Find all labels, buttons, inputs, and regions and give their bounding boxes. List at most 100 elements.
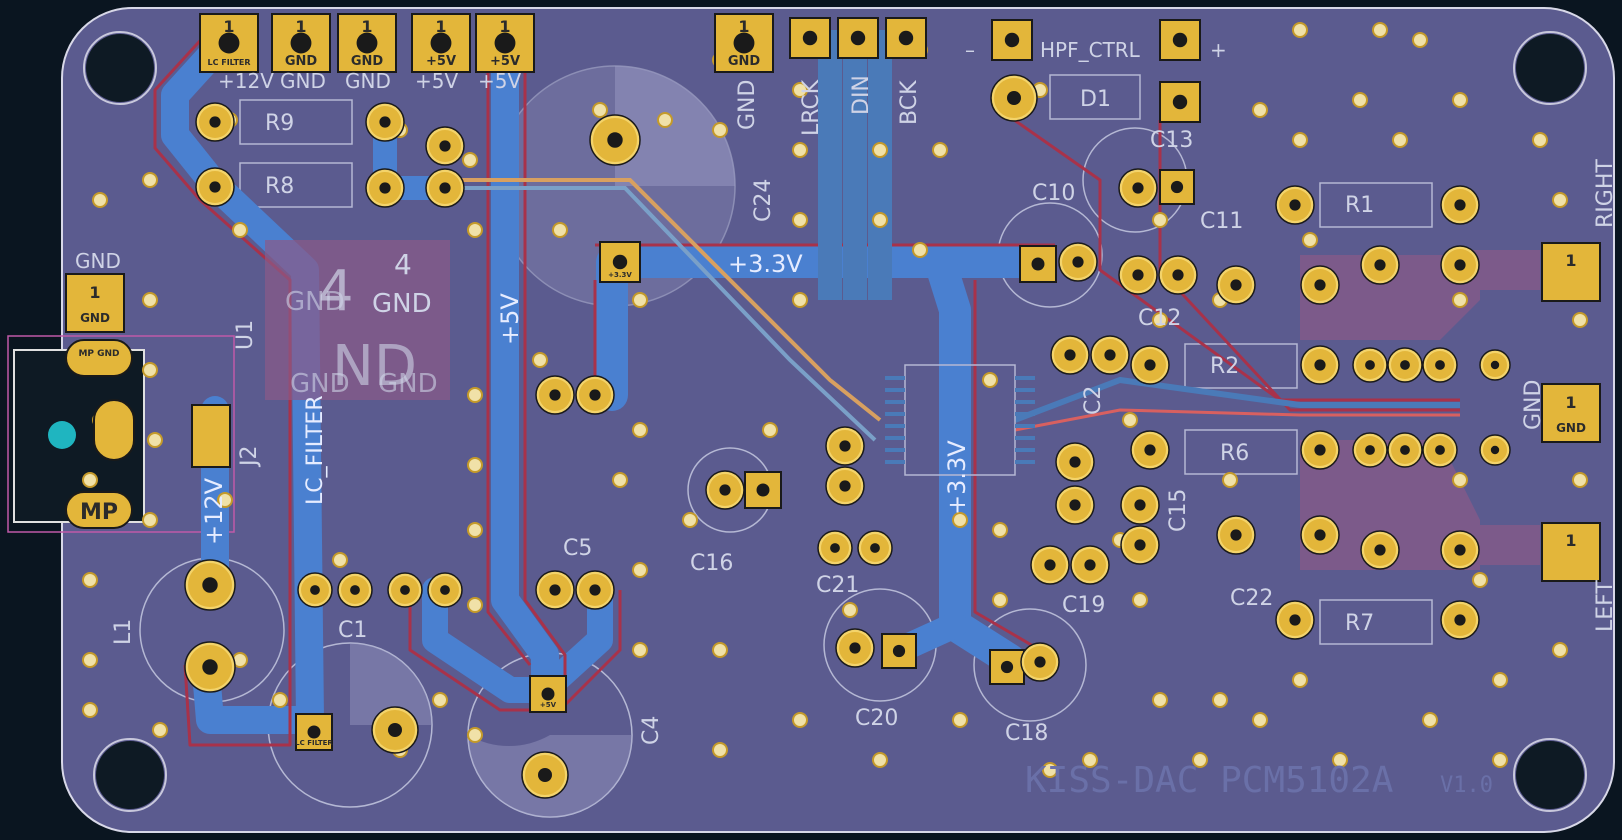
label-d1: D1 <box>1080 87 1111 112</box>
via <box>632 642 648 658</box>
jack-pad-label-1: MP GND <box>78 349 119 359</box>
via <box>1372 22 1388 38</box>
via <box>1292 672 1308 688</box>
via <box>1122 412 1138 428</box>
round-pad <box>1300 430 1340 470</box>
via <box>712 742 728 758</box>
board-title: KISS-DAC PCM5102A <box>1025 760 1394 801</box>
track-label-12v: +12V <box>200 477 228 545</box>
round-pad <box>535 570 575 610</box>
via <box>532 352 548 368</box>
via <box>792 142 808 158</box>
label-c15: C15 <box>1166 489 1191 532</box>
round-pad <box>1275 185 1315 225</box>
via <box>792 292 808 308</box>
via <box>1132 592 1148 608</box>
via <box>82 472 98 488</box>
via <box>612 472 628 488</box>
via <box>1572 312 1588 328</box>
round-pad <box>297 572 333 608</box>
label-gnd-top: GND <box>735 80 760 130</box>
silkscreen-labels: +12V GND GND +5V +5V GND R9 R8 R1 R2 R6 … <box>75 38 1618 746</box>
via <box>467 522 483 538</box>
label-gnd-left: GND <box>75 249 121 273</box>
via <box>632 292 648 308</box>
label-c21: C21 <box>816 573 859 598</box>
round-pad <box>535 375 575 415</box>
round-pad <box>1360 530 1400 570</box>
signal-traces <box>450 30 1460 442</box>
round-pad <box>990 74 1038 122</box>
round-pad <box>184 559 236 611</box>
round-pad <box>1216 265 1256 305</box>
round-pad <box>575 375 615 415</box>
via <box>1552 642 1568 658</box>
connector-pad: +5V <box>529 675 567 713</box>
via <box>657 112 673 128</box>
pad-net-label: +3.3V <box>608 271 632 279</box>
round-pad <box>1387 432 1423 468</box>
via <box>1452 92 1468 108</box>
connector-pad <box>881 633 917 669</box>
round-pad <box>1440 245 1480 285</box>
via <box>842 602 858 618</box>
via <box>792 82 808 98</box>
via <box>632 422 648 438</box>
label-gnd-u1-a: GND <box>285 287 345 317</box>
connector-pad: 1 LC FILTER <box>199 13 259 73</box>
round-pad <box>365 102 405 142</box>
round-pad <box>575 570 615 610</box>
pad-net-label: LC FILTER <box>207 58 250 67</box>
gnd-connector-pad-label: GND <box>80 311 110 325</box>
round-pads <box>184 74 1511 799</box>
label-5v-1: +5V <box>415 69 458 93</box>
label-gnd-u1-b: GND <box>372 289 432 319</box>
via <box>1532 132 1548 148</box>
label-gnd-1: GND <box>280 69 326 93</box>
pad-net-label: GND <box>351 54 384 69</box>
pad-pin-number: 1 <box>435 17 446 36</box>
via <box>682 512 698 528</box>
round-pad <box>1422 432 1458 468</box>
round-pad <box>1118 255 1158 295</box>
round-pad <box>1387 347 1423 383</box>
via <box>147 432 163 448</box>
round-pad <box>1070 545 1110 585</box>
round-pad <box>1020 642 1060 682</box>
via <box>792 212 808 228</box>
via <box>432 692 448 708</box>
via <box>872 212 888 228</box>
label-c1: C1 <box>338 618 367 643</box>
via <box>467 222 483 238</box>
connector-pad <box>885 17 927 59</box>
pad-pin-number: 1 <box>223 17 234 36</box>
via <box>932 142 948 158</box>
via <box>462 152 478 168</box>
round-pad <box>817 530 853 566</box>
label-c12: C12 <box>1138 306 1181 331</box>
connector-pad <box>1019 245 1057 283</box>
round-pad <box>1422 347 1458 383</box>
connector-pad <box>837 17 879 59</box>
via <box>1332 752 1348 768</box>
via <box>1192 752 1208 768</box>
via <box>1252 712 1268 728</box>
right-copper-regions <box>265 240 1540 570</box>
label-r1: R1 <box>1345 193 1374 218</box>
via <box>1472 572 1488 588</box>
round-pad <box>825 466 865 506</box>
via <box>332 552 348 568</box>
label-small-4: 4 <box>394 248 412 281</box>
round-pad <box>1030 545 1070 585</box>
track-label-3v3-v: +3.3V <box>943 440 971 515</box>
via <box>952 512 968 528</box>
mounting-holes <box>83 31 1587 812</box>
label-j2: J2 <box>237 446 262 469</box>
label-minus: – <box>965 38 975 62</box>
via <box>992 592 1008 608</box>
label-bck: BCK <box>897 80 922 125</box>
round-pad <box>195 167 235 207</box>
connector-pad <box>991 19 1033 61</box>
